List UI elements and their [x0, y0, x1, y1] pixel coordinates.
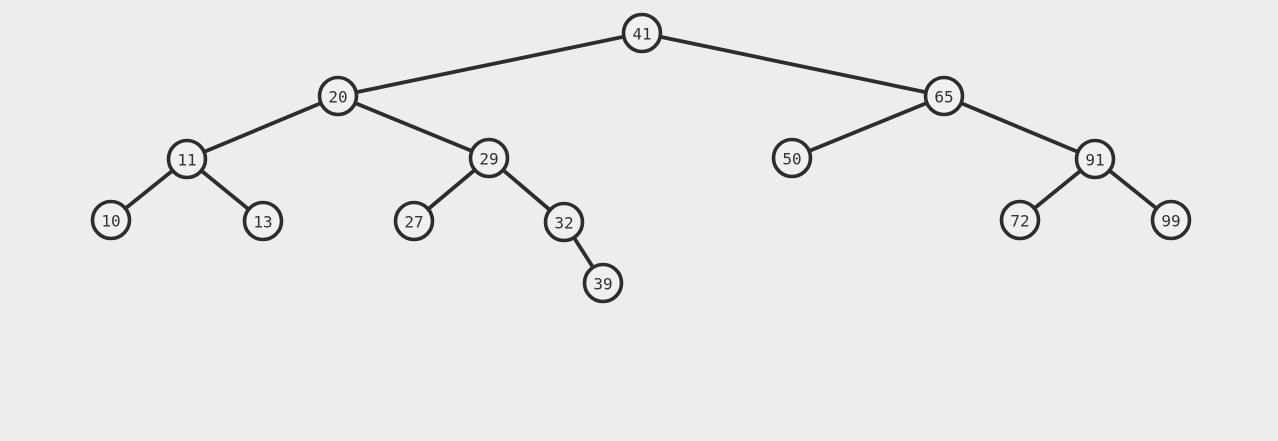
- tree-node-circle: [923, 75, 965, 117]
- tree-edge-41-20: [336, 31, 644, 98]
- tree-edge-41-65: [640, 31, 946, 98]
- tree-node-label: 39: [593, 275, 612, 294]
- tree-node-label: 72: [1010, 212, 1029, 231]
- tree-node-circle: [999, 199, 1041, 241]
- tree-node-label: 10: [101, 212, 120, 231]
- tree-node-11: 11: [166, 138, 208, 180]
- tree-edge-65-91: [942, 94, 1097, 161]
- tree-node-label: 91: [1085, 151, 1104, 170]
- tree-node-label: 65: [934, 88, 953, 107]
- tree-node-circle: [242, 200, 284, 242]
- tree-node-circle: [543, 201, 585, 243]
- tree-node-circle: [621, 12, 663, 54]
- tree-node-circle: [393, 200, 435, 242]
- tree-node-32: 32: [543, 201, 585, 243]
- tree-node-41: 41: [621, 12, 663, 54]
- tree-edge-20-11: [185, 94, 340, 161]
- tree-node-circle: [317, 75, 359, 117]
- tree-node-label: 29: [479, 150, 498, 169]
- tree-node-20: 20: [317, 75, 359, 117]
- tree-node-65: 65: [923, 75, 965, 117]
- tree-node-circle: [1150, 199, 1192, 241]
- tree-node-circle: [1074, 138, 1116, 180]
- tree-node-72: 72: [999, 199, 1041, 241]
- tree-node-label: 13: [253, 213, 272, 232]
- tree-node-29: 29: [468, 137, 510, 179]
- tree-node-label: 41: [632, 25, 651, 44]
- tree-node-50: 50: [771, 137, 813, 179]
- tree-node-39: 39: [582, 262, 624, 304]
- tree-node-label: 99: [1161, 212, 1180, 231]
- tree-edge-20-29: [336, 94, 491, 160]
- tree-node-label: 50: [782, 150, 801, 169]
- tree-node-label: 27: [404, 213, 423, 232]
- tree-node-circle: [771, 137, 813, 179]
- tree-node-10: 10: [90, 199, 132, 241]
- tree-node-label: 11: [177, 151, 196, 170]
- tree-node-circle: [90, 199, 132, 241]
- tree-node-circle: [468, 137, 510, 179]
- tree-node-circle: [166, 138, 208, 180]
- tree-node-13: 13: [242, 200, 284, 242]
- tree-edge-65-50: [790, 94, 946, 160]
- tree-node-91: 91: [1074, 138, 1116, 180]
- tree-node-27: 27: [393, 200, 435, 242]
- tree-node-99: 99: [1150, 199, 1192, 241]
- tree-node-circle: [582, 262, 624, 304]
- tree-node-label: 32: [554, 214, 573, 233]
- tree-node-label: 20: [328, 88, 347, 107]
